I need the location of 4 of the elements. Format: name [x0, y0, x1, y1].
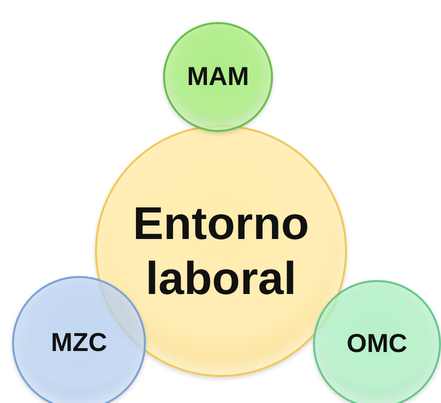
node-label: MAM: [186, 61, 250, 93]
node-label: MZC: [50, 327, 108, 359]
node-label: OMC: [346, 328, 408, 360]
node-label: Entorno laboral: [132, 196, 310, 306]
